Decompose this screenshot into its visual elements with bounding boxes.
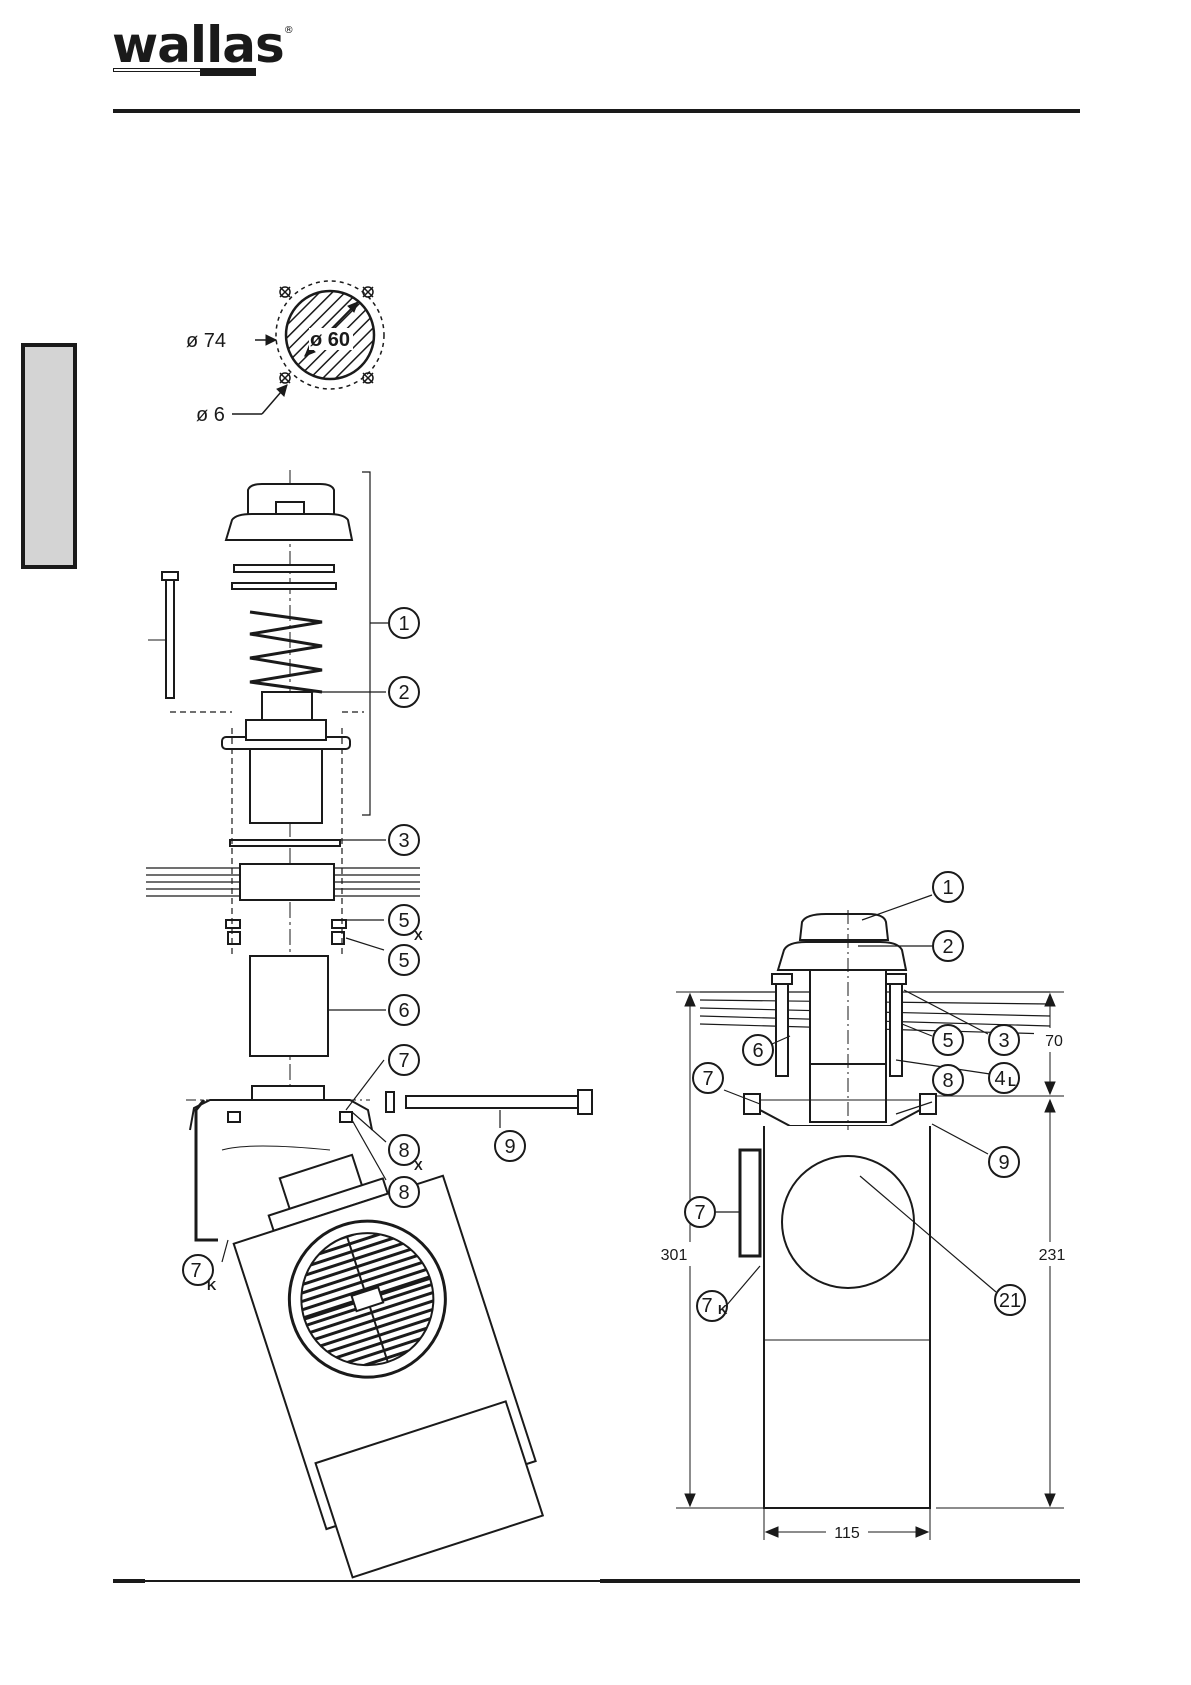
footer-rule-right (600, 1579, 1080, 1583)
a-callout-7k: 7 (701, 1295, 712, 1317)
callout-2: 2 (398, 682, 409, 704)
bracket-top-plate (252, 1086, 324, 1100)
callout-7k: 7 (190, 1260, 201, 1282)
heater-body-tilted (219, 1130, 552, 1580)
hole-template (232, 281, 384, 414)
cap-base-part (226, 514, 352, 540)
fitting-nozzle (262, 692, 312, 722)
dim-301: 301 (661, 1247, 688, 1264)
callout-7k-sub: K (207, 1278, 217, 1293)
washer-lower (232, 583, 336, 589)
a-callout-4l: 4 (994, 1068, 1005, 1090)
callout-8: 8 (398, 1182, 409, 1204)
a-callout-8: 8 (942, 1070, 953, 1092)
assembled-bracket-7 (740, 1150, 760, 1256)
mounting-bolt (166, 578, 174, 698)
washer-upper (234, 565, 334, 572)
spring-coil (250, 612, 322, 692)
a-callout-6: 6 (752, 1040, 763, 1062)
assembled-view (676, 895, 1064, 1540)
a-callout-4l-sub: L (1008, 1074, 1016, 1089)
footer-rule-left (113, 1579, 145, 1583)
outer-dia-label: ø 74 (186, 330, 226, 352)
callout-3: 3 (398, 830, 409, 852)
callout-5x: 5 (398, 910, 409, 932)
a-callout-7b: 7 (694, 1202, 705, 1224)
dim-70: 70 (1045, 1033, 1063, 1050)
dim-231: 231 (1039, 1247, 1066, 1264)
callout-7: 7 (398, 1050, 409, 1072)
a-callout-21: 21 (999, 1290, 1021, 1312)
bolt-hole-dia-label: ø 6 (196, 404, 225, 426)
dim-115: 115 (834, 1525, 860, 1542)
callout-5x-sub: X (414, 928, 423, 943)
a-callout-7: 7 (702, 1068, 713, 1090)
exploded-view (146, 470, 592, 1580)
callout-8x-sub: X (414, 1158, 423, 1173)
fitting-tube (250, 749, 322, 823)
spacer-tube (250, 956, 328, 1056)
bracket-clamp (196, 1100, 218, 1240)
a-callout-7k-sub: K (718, 1302, 728, 1317)
a-callout-1: 1 (942, 877, 953, 899)
a-callout-3: 3 (998, 1030, 1009, 1052)
callout-5: 5 (398, 950, 409, 972)
a-callout-5: 5 (942, 1030, 953, 1052)
inner-dia-label: ø 60 (310, 329, 350, 351)
assembled-cap-top (800, 914, 888, 940)
air-outlet-21 (782, 1156, 914, 1288)
a-callout-9: 9 (998, 1152, 1009, 1174)
seal-gasket (230, 840, 340, 846)
long-bolt (406, 1096, 584, 1108)
a-callout-2: 2 (942, 936, 953, 958)
callout-8x: 8 (398, 1140, 409, 1162)
callout-1: 1 (398, 613, 409, 635)
callout-6: 6 (398, 1000, 409, 1022)
callout-9: 9 (504, 1136, 515, 1158)
